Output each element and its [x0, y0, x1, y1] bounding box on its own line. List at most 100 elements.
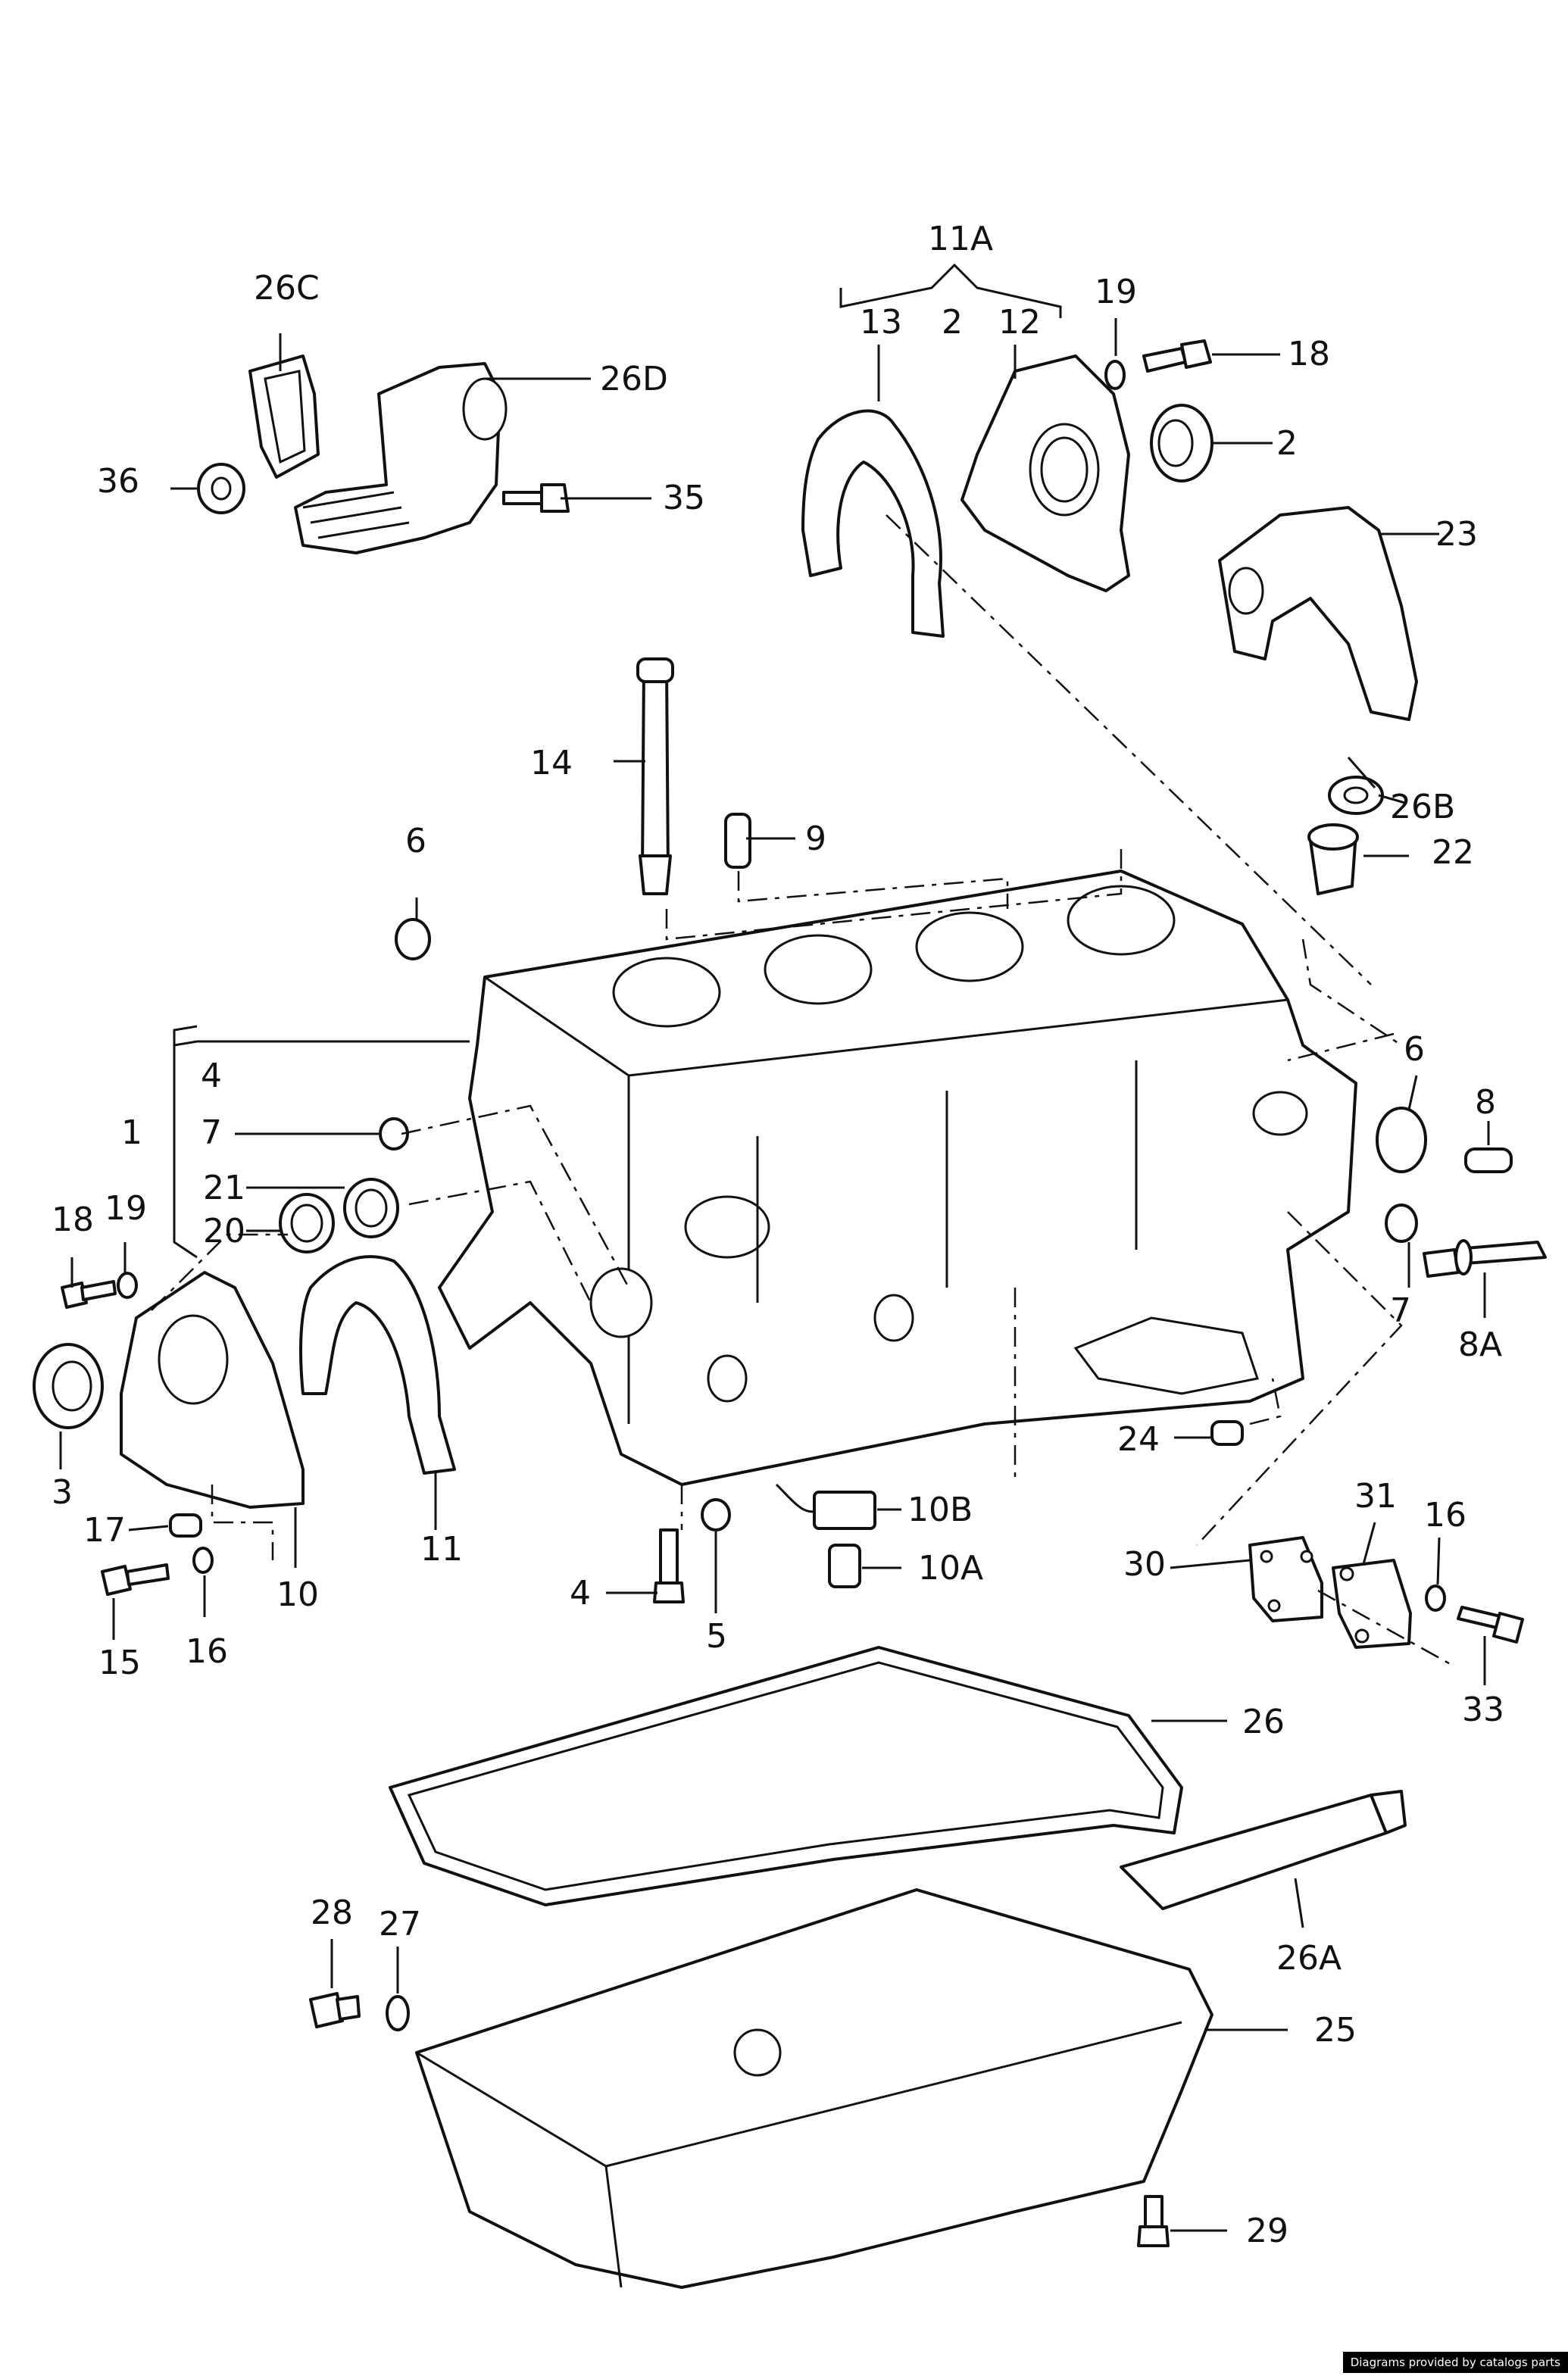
part-7-plug-a[interactable]	[379, 1117, 409, 1151]
part-6-plug-right[interactable]	[1376, 1107, 1427, 1173]
part-13-rear-gasket[interactable]	[801, 409, 945, 638]
label-26D[interactable]: 26D	[600, 360, 668, 398]
part-10A-switch[interactable]	[828, 1544, 861, 1588]
part-2-oil-seal-top[interactable]	[1150, 404, 1213, 482]
label-12[interactable]: 12	[998, 303, 1041, 342]
label-10[interactable]: 10	[276, 1575, 319, 1614]
label-27[interactable]: 27	[379, 1905, 421, 1944]
label-6-right[interactable]: 6	[1404, 1030, 1425, 1069]
part-3-oil-seal[interactable]	[33, 1343, 104, 1429]
part-12-rear-flange[interactable]	[960, 354, 1130, 592]
callout-labels: 11A 13 2 12 19 18 2 23 26C 26D 36 35 14 …	[52, 220, 1504, 2250]
part-19-washer-top[interactable]	[1104, 360, 1126, 390]
part-18-bolt-top[interactable]	[1142, 339, 1212, 373]
label-9[interactable]: 9	[805, 820, 826, 858]
label-16-right[interactable]: 16	[1424, 1496, 1466, 1535]
part-15-bolt[interactable]	[101, 1563, 170, 1596]
label-7-left[interactable]: 7	[201, 1113, 222, 1152]
label-31[interactable]: 31	[1354, 1477, 1397, 1516]
label-24[interactable]: 24	[1117, 1420, 1160, 1459]
label-28[interactable]: 28	[311, 1894, 353, 1932]
part-26C-gasket[interactable]	[248, 354, 320, 479]
part-5-plug[interactable]	[701, 1498, 731, 1531]
part-10B-sender[interactable]	[775, 1483, 876, 1530]
label-23[interactable]: 23	[1435, 515, 1478, 554]
part-19-washer-left[interactable]	[117, 1272, 138, 1299]
label-26A[interactable]: 26A	[1276, 1939, 1342, 1978]
label-4-bracket[interactable]: 4	[201, 1057, 222, 1095]
label-19-top[interactable]: 19	[1095, 273, 1137, 311]
label-8A[interactable]: 8A	[1458, 1325, 1502, 1364]
label-16-left[interactable]: 16	[186, 1632, 228, 1671]
label-21[interactable]: 21	[203, 1169, 245, 1207]
part-9-dowel[interactable]	[724, 813, 751, 869]
part-16-washer-right[interactable]	[1425, 1585, 1446, 1612]
part-33-bolt[interactable]	[1457, 1606, 1524, 1644]
label-13[interactable]: 13	[860, 303, 902, 342]
label-5[interactable]: 5	[706, 1617, 727, 1656]
part-6-plug-left[interactable]	[395, 918, 431, 960]
part-11-front-gasket[interactable]	[299, 1255, 456, 1475]
part-27-washer[interactable]	[386, 1995, 410, 2031]
leader-lines	[59, 263, 1490, 2232]
label-8[interactable]: 8	[1475, 1083, 1496, 1122]
label-14[interactable]: 14	[530, 744, 573, 782]
label-6-left[interactable]: 6	[405, 822, 426, 860]
label-18-left[interactable]: 18	[52, 1200, 94, 1239]
part-18-bolt-left[interactable]	[61, 1280, 117, 1309]
part-25-oil-pan[interactable]	[415, 1888, 1213, 2289]
label-36[interactable]: 36	[97, 462, 139, 501]
label-7-right[interactable]: 7	[1390, 1291, 1411, 1330]
part-17-dowel[interactable]	[169, 1513, 202, 1538]
part-26A-sealant-tube[interactable]	[1120, 1790, 1407, 1910]
part-14-guide-tube[interactable]	[636, 657, 674, 895]
label-4[interactable]: 4	[570, 1574, 591, 1613]
part-26B-seal[interactable]	[1328, 776, 1384, 815]
part-36-washer[interactable]	[197, 463, 245, 514]
label-10B[interactable]: 10B	[907, 1491, 973, 1529]
label-3[interactable]: 3	[52, 1473, 73, 1512]
part-35-bolt[interactable]	[502, 483, 570, 513]
label-15[interactable]: 15	[98, 1644, 141, 1682]
part-28-drain-plug[interactable]	[309, 1992, 361, 2028]
label-26[interactable]: 26	[1242, 1703, 1285, 1741]
label-2-top[interactable]: 2	[942, 303, 963, 342]
label-11A[interactable]: 11A	[928, 220, 993, 258]
label-11[interactable]: 11	[420, 1530, 463, 1569]
part-22-bushing[interactable]	[1307, 823, 1359, 895]
label-26B[interactable]: 26B	[1390, 788, 1455, 826]
label-22[interactable]: 22	[1432, 833, 1474, 872]
label-30[interactable]: 30	[1123, 1545, 1166, 1584]
label-25[interactable]: 25	[1314, 2011, 1357, 2050]
label-26C[interactable]: 26C	[254, 269, 320, 308]
part-30-gasket[interactable]	[1248, 1536, 1323, 1622]
label-19-left[interactable]: 19	[105, 1189, 147, 1228]
alignment-lines	[151, 514, 1455, 1668]
label-29[interactable]: 29	[1246, 2212, 1288, 2250]
label-1[interactable]: 1	[121, 1113, 142, 1152]
part-16-washer-left[interactable]	[192, 1547, 214, 1574]
part-29-bolt[interactable]	[1137, 2195, 1170, 2247]
part-31-cover[interactable]	[1332, 1559, 1412, 1649]
part-8-pin[interactable]	[1464, 1147, 1513, 1173]
part-26-pan-gasket[interactable]	[389, 1646, 1183, 1906]
part-21-seal[interactable]	[343, 1178, 399, 1238]
label-17[interactable]: 17	[83, 1511, 126, 1550]
label-10A[interactable]: 10A	[918, 1549, 983, 1588]
label-18-top[interactable]: 18	[1288, 335, 1330, 373]
part-10-front-flange[interactable]	[120, 1271, 305, 1509]
label-33[interactable]: 33	[1462, 1691, 1504, 1729]
part-8A-stud[interactable]	[1423, 1239, 1547, 1278]
part-4-bolt[interactable]	[653, 1528, 685, 1603]
part-23-rear-plate[interactable]	[1218, 506, 1418, 721]
part-20-seal[interactable]	[279, 1193, 335, 1254]
part-7-plug-b[interactable]	[1385, 1204, 1418, 1243]
part-26D-housing[interactable]	[294, 362, 508, 554]
label-20[interactable]: 20	[203, 1212, 245, 1250]
part-24-sleeve[interactable]	[1210, 1420, 1244, 1446]
part-1-engine-block[interactable]	[438, 870, 1357, 1486]
label-35[interactable]: 35	[663, 479, 705, 517]
label-2-right[interactable]: 2	[1276, 424, 1298, 463]
